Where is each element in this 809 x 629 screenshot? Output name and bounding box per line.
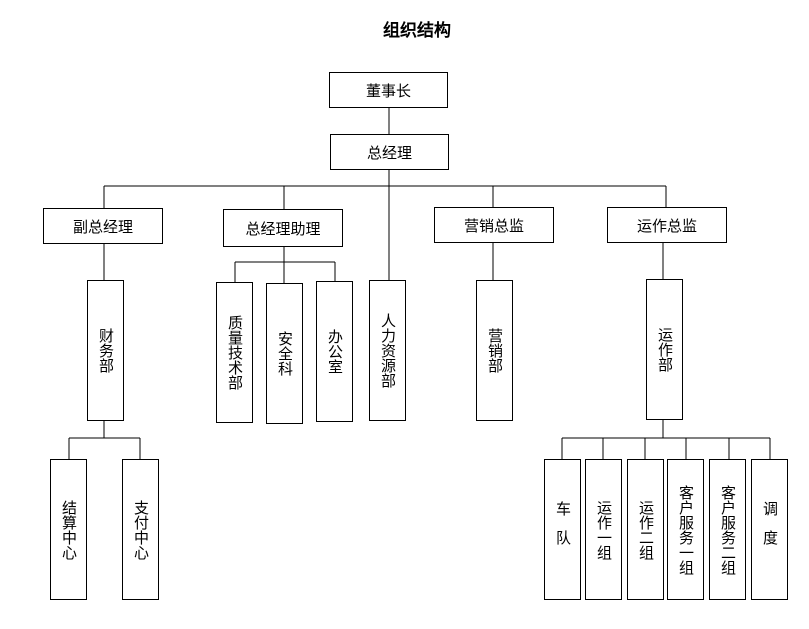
gm-assistant-box: 总经理助理 bbox=[223, 209, 343, 247]
finance-department-box: 财务部 bbox=[87, 280, 124, 421]
fleet-box: 车队 bbox=[544, 459, 581, 600]
payment-center-box: 支付中心 bbox=[122, 459, 159, 600]
operations-director-box: 运作总监 bbox=[607, 207, 727, 243]
chart-title: 组织结构 bbox=[383, 21, 451, 41]
customer-service-group-2-box: 客户服务二组 bbox=[709, 459, 746, 600]
sales-department-box: 营销部 bbox=[476, 280, 513, 421]
general-manager-box: 总经理 bbox=[330, 134, 449, 170]
deputy-general-manager-box: 副总经理 bbox=[43, 208, 163, 244]
operations-department-box: 运作部 bbox=[646, 279, 683, 420]
settlement-center-box: 结算中心 bbox=[50, 459, 87, 600]
customer-service-group-1-box: 客户服务一组 bbox=[667, 459, 704, 600]
dispatch-box: 调度 bbox=[751, 459, 788, 600]
hr-department-box: 人力资源部 bbox=[369, 280, 406, 421]
chairman-box: 董事长 bbox=[329, 72, 448, 108]
marketing-director-box: 营销总监 bbox=[434, 207, 554, 243]
office-box: 办公室 bbox=[316, 281, 353, 422]
ops-group-1-box: 运作一组 bbox=[585, 459, 622, 600]
safety-section-box: 安全科 bbox=[266, 283, 303, 424]
quality-tech-department-box: 质量技术部 bbox=[216, 282, 253, 423]
ops-group-2-box: 运作二组 bbox=[627, 459, 664, 600]
